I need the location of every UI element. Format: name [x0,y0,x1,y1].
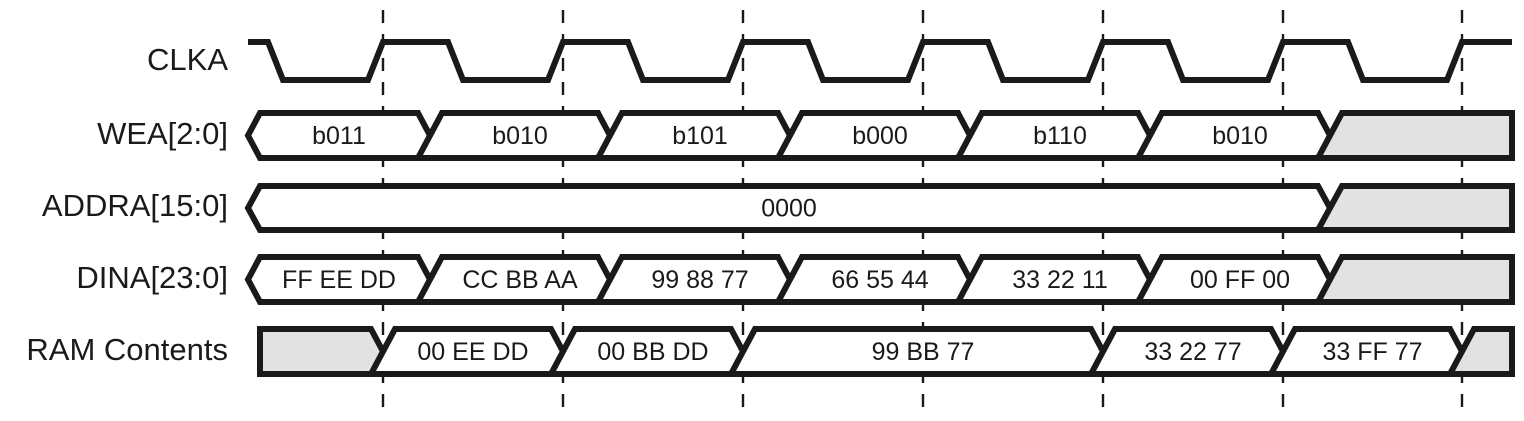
bus-value-ram_contents-2: 00 BB DD [597,338,708,366]
bus-segment-dina-0 [244,254,447,305]
waveform-group: b011 b010 b101 b000 b110 b010 0000 FF EE DD CC B… [244,39,1515,377]
bus-value-ram_contents-1: 00 EE DD [417,338,528,366]
waveform-wea: b011 b010 b101 b000 b110 b010 [244,110,1515,161]
signal-label-dina: DINA[23:0] [76,260,228,295]
bus-value-ram_contents-5: 33 FF 77 [1322,338,1422,366]
bus-value-dina-0: FF EE DD [282,266,396,294]
bus-segment-wea-0 [244,110,447,161]
signal-label-wea: WEA[2:0] [97,116,228,151]
bus-value-ram_contents-4: 33 22 77 [1144,338,1241,366]
bus-segment-addra-0 [244,183,1348,233]
bus-value-wea-1: b010 [492,122,548,150]
signal-label-clka: CLKA [147,42,228,77]
bus-value-wea-3: b000 [852,122,908,150]
bus-segment-addra-1 [1312,183,1515,233]
waveform-ram_contents: 00 EE DD 00 BB DD 99 BB 77 33 22 77 33 FF 77 [257,326,1515,377]
signal-label-addra: ADDRA[15:0] [42,188,228,223]
bus-value-addra-0: 0000 [761,195,817,223]
bus-value-dina-5: 00 FF 00 [1190,266,1290,294]
bus-value-wea-0: b011 [312,122,366,150]
bus-value-dina-1: CC BB AA [462,266,578,294]
bus-value-wea-5: b010 [1212,122,1268,150]
waveform-addra: 0000 [244,183,1515,233]
bus-value-ram_contents-3: 99 BB 77 [872,338,975,366]
signal-label-group: CLKA WEA[2:0] ADDRA[15:0] DINA[23:0] RAM Con… [26,42,228,367]
bus-value-dina-4: 33 22 11 [1012,266,1107,294]
signal-label-ram_contents: RAM Contents [26,332,228,367]
bus-segment-wea-6 [1313,110,1515,161]
bus-segment-dina-6 [1313,254,1515,305]
bus-segment-ram_contents-6 [1445,326,1515,377]
bus-value-wea-2: b101 [672,122,728,150]
bus-value-dina-2: 99 88 77 [651,266,748,294]
bus-value-wea-4: b110 [1033,122,1087,150]
waveform-dina: FF EE DD CC BB AA 99 88 77 66 55 44 33 22 11… [244,254,1515,305]
waveform-clka [248,39,1512,83]
bus-value-dina-3: 66 55 44 [831,266,928,294]
